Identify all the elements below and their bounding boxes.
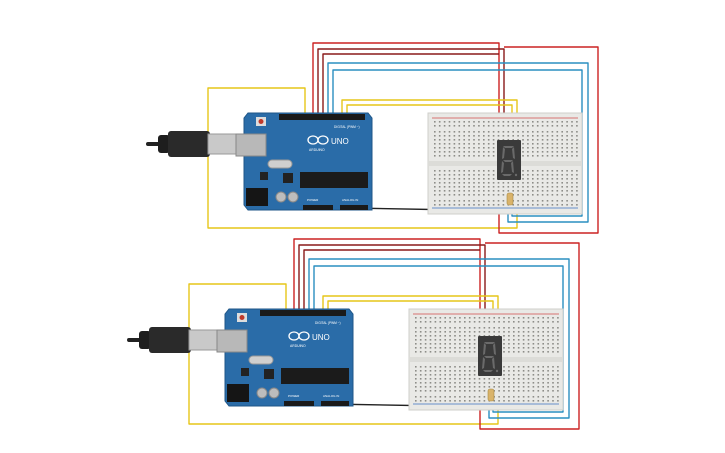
segment-b	[512, 147, 515, 159]
usb-plug-body	[149, 327, 191, 353]
usb-plug-body	[168, 131, 210, 157]
analog-pins-label: ANALOG IN	[323, 394, 339, 398]
power-header	[303, 205, 333, 210]
wire-yellow-loop[interactable]	[207, 87, 518, 229]
analog-pins-label: ANALOG IN	[342, 198, 358, 202]
capacitor-2	[287, 191, 299, 203]
digital-pins-label: DIGITAL (PWM ~)	[315, 321, 341, 325]
arduino-infinity-logo	[288, 331, 310, 341]
segment-c	[492, 357, 495, 369]
crystal	[267, 159, 293, 169]
digital-header	[260, 310, 346, 316]
wire-blue-1[interactable]	[308, 258, 570, 419]
reset-button-cap[interactable]	[258, 119, 264, 124]
wire-red-2[interactable]	[298, 244, 486, 336]
capacitor-1	[256, 387, 268, 399]
segment-f	[502, 147, 505, 159]
board-brand-label: ARDUINO	[290, 344, 306, 348]
usb-chip	[264, 369, 274, 379]
breadboard	[408, 308, 564, 411]
resistor[interactable]	[487, 388, 495, 402]
arduino-uno-board[interactable]: UNO ARDUINO DIGITAL (PWM ~) POWER ANALOG IN	[235, 112, 373, 211]
wire-yellow-loop[interactable]	[188, 283, 499, 425]
segment-g	[503, 160, 513, 162]
dc-power-jack	[246, 188, 268, 206]
resistor[interactable]	[506, 192, 514, 206]
power-pins-label: POWER	[288, 394, 300, 398]
power-header	[284, 401, 314, 406]
digital-pins-label: DIGITAL (PWM ~)	[334, 125, 360, 129]
segment-g	[484, 356, 494, 358]
usb-plug-metal	[188, 329, 218, 351]
usb-strain-relief	[158, 135, 170, 153]
seven-segment-display[interactable]: 8	[478, 336, 502, 376]
wire-blue-1[interactable]	[327, 62, 589, 223]
dc-power-jack	[227, 384, 249, 402]
regulator	[260, 172, 268, 180]
wire-red-1[interactable]	[312, 42, 500, 140]
analog-header	[321, 401, 349, 406]
circuit-1: 8 UNO ARDUINO DIGITAL (PWM ~) POWER ANALOG IN	[146, 42, 599, 234]
segment-e	[482, 357, 485, 369]
usb-cable-tail	[127, 338, 141, 342]
circuit-2: 8 UNO ARDUINO DIGITAL (PWM ~) POWER ANALOG IN	[127, 238, 580, 430]
crystal	[248, 355, 274, 365]
regulator	[241, 368, 249, 376]
segment-c	[511, 161, 514, 173]
wire-red-3[interactable]	[322, 53, 499, 114]
usb-strain-relief	[139, 331, 151, 349]
usb-cable-tail	[146, 142, 160, 146]
segment-a	[503, 146, 514, 148]
segment-a	[484, 342, 495, 344]
atmega-chip	[300, 172, 368, 188]
segment-e	[501, 161, 504, 173]
wire-red-1[interactable]	[293, 238, 481, 336]
analog-header	[340, 205, 368, 210]
segment-d	[483, 370, 493, 372]
capacitor-1	[275, 191, 287, 203]
wire-red-3[interactable]	[303, 249, 480, 310]
reset-button-cap[interactable]	[239, 315, 245, 320]
arduino-infinity-logo	[307, 135, 329, 145]
usb-cable	[146, 131, 237, 157]
usb-jack	[216, 329, 248, 353]
segment-f	[483, 343, 486, 355]
seven-segment-display[interactable]: 8	[497, 140, 521, 180]
segment-dp	[495, 369, 499, 373]
segment-d	[502, 174, 512, 176]
usb-chip	[283, 173, 293, 183]
usb-cable	[127, 327, 218, 353]
breadboard-holes	[415, 317, 559, 402]
board-brand-label: ARDUINO	[309, 148, 325, 152]
arduino-uno-board[interactable]: UNO ARDUINO DIGITAL (PWM ~) POWER ANALOG IN	[216, 308, 354, 407]
power-pins-label: POWER	[307, 198, 319, 202]
board-model-label: UNO	[331, 137, 349, 146]
digital-header	[279, 114, 365, 120]
segment-b	[493, 343, 496, 355]
segment-dp	[514, 173, 518, 177]
usb-jack	[235, 133, 267, 157]
board-model-label: UNO	[312, 333, 330, 342]
capacitor-2	[268, 387, 280, 399]
wire-red-2[interactable]	[317, 48, 505, 140]
atmega-chip	[281, 368, 349, 384]
usb-plug-metal	[207, 133, 237, 155]
